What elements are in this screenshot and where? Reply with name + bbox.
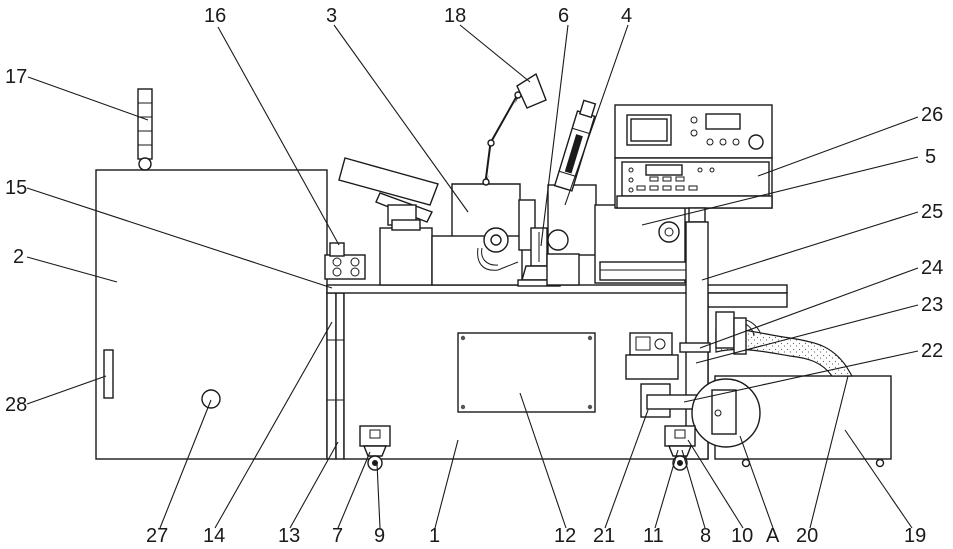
- cabinet-gauge: [202, 390, 220, 408]
- label-19: 19: [904, 525, 926, 547]
- small-blocks: [325, 243, 365, 279]
- label-25: 25: [921, 201, 943, 223]
- signal-tower: [138, 89, 152, 170]
- caster-right: [665, 426, 695, 470]
- label-20: 20: [796, 525, 818, 547]
- nameplate: [458, 333, 595, 412]
- label-22: 22: [921, 340, 943, 362]
- label-17: 17: [5, 66, 27, 88]
- label-6: 6: [558, 5, 569, 27]
- label-21: 21: [593, 525, 615, 547]
- label-9: 9: [374, 525, 385, 547]
- chuck-unit: [547, 185, 596, 285]
- label-4: 4: [621, 5, 632, 27]
- label-5: 5: [925, 146, 936, 168]
- label-A: A: [766, 525, 780, 547]
- head-housing: [432, 184, 535, 285]
- label-10: 10: [731, 525, 753, 547]
- label-23: 23: [921, 294, 943, 316]
- label-24: 24: [921, 257, 943, 279]
- label-14: 14: [203, 525, 225, 547]
- cabinet-handle: [104, 350, 113, 398]
- right-assembly: [595, 205, 700, 283]
- label-26: 26: [921, 104, 943, 126]
- label-1: 1: [429, 525, 440, 547]
- label-3: 3: [326, 5, 337, 27]
- label-11: 11: [643, 525, 664, 547]
- lamp-arm: [483, 74, 546, 185]
- connector-strips: [327, 293, 344, 459]
- label-27: 27: [146, 525, 168, 547]
- label-15: 15: [5, 177, 27, 199]
- label-13: 13: [278, 525, 300, 547]
- hose: [716, 312, 852, 376]
- label-12: 12: [554, 525, 576, 547]
- label-7: 7: [332, 525, 343, 547]
- caster-left: [360, 426, 390, 470]
- label-8: 8: [700, 525, 711, 547]
- cylinder: [555, 100, 599, 191]
- label-16: 16: [204, 5, 226, 27]
- label-28: 28: [5, 394, 27, 416]
- side-cabinet: [96, 170, 327, 459]
- label-18: 18: [444, 5, 466, 27]
- control-panel: [615, 105, 772, 208]
- label-2: 2: [13, 246, 24, 268]
